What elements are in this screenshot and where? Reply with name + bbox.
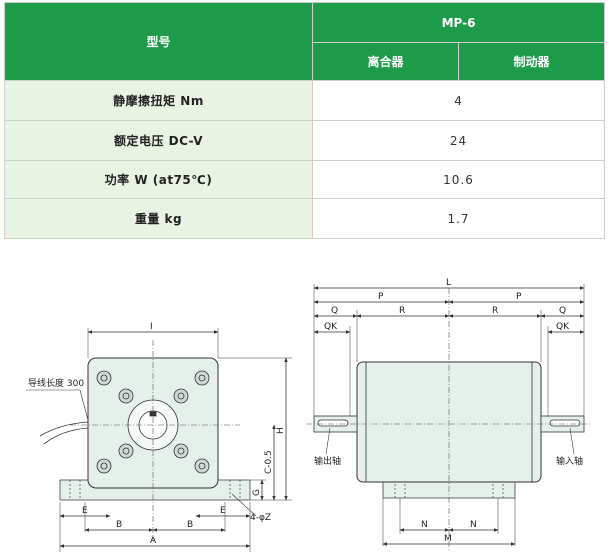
dim-QK-left: QK bbox=[324, 322, 338, 332]
dim-N-left: N bbox=[421, 520, 428, 530]
dim-B-left: B bbox=[116, 520, 122, 530]
dim-L: L bbox=[446, 278, 451, 288]
front-view bbox=[26, 328, 292, 552]
dim-Q-left: Q bbox=[331, 306, 338, 316]
row-label: 重量 kg bbox=[4, 198, 313, 239]
dim-I: I bbox=[150, 322, 153, 332]
dim-A: A bbox=[150, 536, 157, 546]
dim-M: M bbox=[444, 534, 452, 544]
dim-Z: 4-φZ bbox=[250, 513, 271, 523]
dim-Q-right: Q bbox=[559, 306, 566, 316]
side-view bbox=[306, 284, 592, 550]
header-model: 型号 bbox=[4, 2, 313, 81]
input-shaft-label: 输入轴 bbox=[556, 455, 583, 467]
dim-P-right: P bbox=[516, 292, 522, 302]
table-row: 功率 W (at75℃) 10.6 bbox=[4, 160, 606, 199]
spec-table: 型号 MP-6 离合器 制动器 静摩擦扭矩 Nm 4 额定电压 DC-V 24 … bbox=[4, 2, 606, 239]
row-label: 静摩擦扭矩 Nm bbox=[4, 80, 313, 121]
table-row: 重量 kg 1.7 bbox=[4, 198, 606, 239]
dim-QK-right: QK bbox=[556, 322, 570, 332]
dim-R-right: R bbox=[492, 306, 498, 316]
row-value: 4 bbox=[311, 80, 606, 121]
dim-R-left: R bbox=[399, 306, 405, 316]
dim-C: C-0.5 bbox=[264, 450, 274, 474]
bolt-icon bbox=[96, 370, 210, 474]
lead-wire-label: 导线长度 300 bbox=[28, 377, 84, 389]
dim-B-right: B bbox=[187, 520, 193, 530]
output-shaft-label: 输出轴 bbox=[314, 455, 341, 467]
row-label: 额定电压 DC-V bbox=[4, 120, 313, 161]
dimension-drawing: 导线长度 300 I E E B B A 4-φZ G C-0.5 H L P … bbox=[26, 278, 592, 552]
row-value: 10.6 bbox=[311, 160, 606, 199]
table-row: 静摩擦扭矩 Nm 4 bbox=[4, 80, 606, 121]
dim-N-right: N bbox=[470, 520, 477, 530]
dim-P-left: P bbox=[378, 292, 384, 302]
table-row: 额定电压 DC-V 24 bbox=[4, 120, 606, 161]
row-label: 功率 W (at75℃) bbox=[4, 160, 313, 199]
dim-E-left: E bbox=[82, 506, 88, 516]
dim-G: G bbox=[252, 489, 262, 496]
header-clutch: 离合器 bbox=[312, 42, 459, 81]
header-product: MP-6 bbox=[311, 2, 606, 43]
row-value: 1.7 bbox=[311, 198, 606, 239]
dim-E-right: E bbox=[220, 506, 226, 516]
row-value: 24 bbox=[311, 120, 606, 161]
header-brake: 制动器 bbox=[457, 42, 606, 81]
dim-H: H bbox=[276, 427, 286, 434]
